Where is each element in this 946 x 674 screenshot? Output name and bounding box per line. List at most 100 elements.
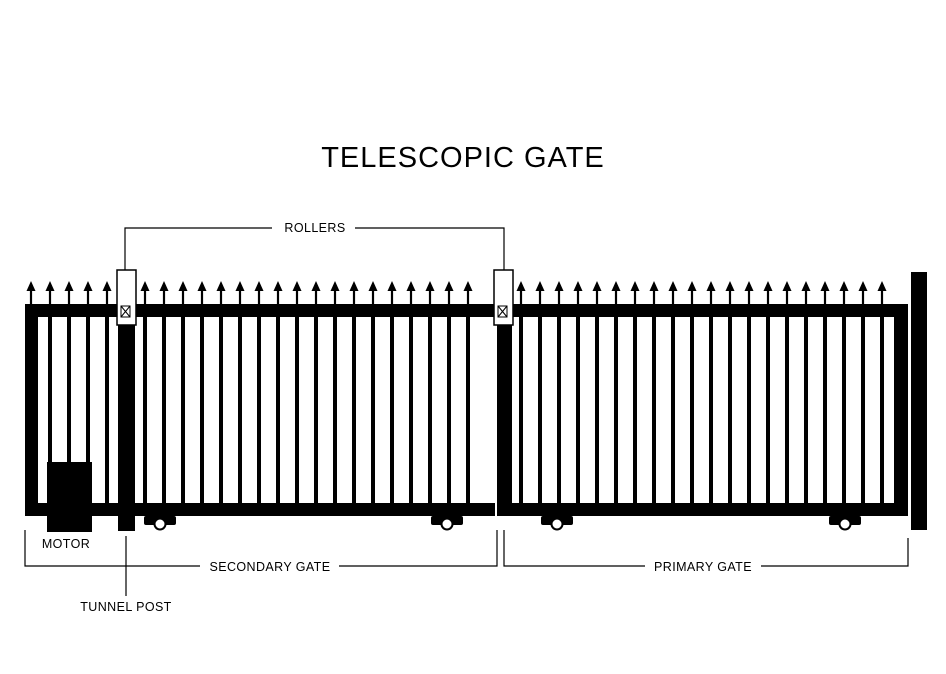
primary-spear-tip xyxy=(630,281,640,291)
gate-bar xyxy=(614,316,618,506)
gate-bar xyxy=(728,316,732,506)
rollers-bracket xyxy=(124,227,505,270)
gate-bar xyxy=(143,316,147,506)
gate-bar xyxy=(276,316,280,506)
secondary-gate-label: SECONDARY GATE xyxy=(210,560,331,574)
gate-bar xyxy=(371,316,375,506)
secondary-spear-tip xyxy=(197,281,207,291)
gate-bar xyxy=(219,316,223,506)
primary-gate-label: PRIMARY GATE xyxy=(654,560,752,574)
rollers-label: ROLLERS xyxy=(284,221,345,235)
primary-gate-right-stile xyxy=(894,304,908,516)
primary-gate-top-rail xyxy=(497,304,908,317)
secondary-spear-tip xyxy=(102,281,112,291)
gate-bar xyxy=(333,316,337,506)
gate-bar xyxy=(409,316,413,506)
gate-bar xyxy=(766,316,770,506)
motor-box xyxy=(47,462,92,532)
gate-bar xyxy=(747,316,751,506)
gate-bar xyxy=(557,316,561,506)
primary-spear-tip xyxy=(516,281,526,291)
gate-bar xyxy=(880,316,884,506)
secondary-spear-tip xyxy=(83,281,93,291)
secondary-spear-tip xyxy=(292,281,302,291)
secondary-wheel-right xyxy=(440,517,454,531)
secondary-wheel-left xyxy=(153,517,167,531)
primary-wheel-left xyxy=(550,517,564,531)
gate-bar xyxy=(576,316,580,506)
primary-spear-tip xyxy=(820,281,830,291)
secondary-spear-tip xyxy=(45,281,55,291)
gate-bar xyxy=(314,316,318,506)
gate-bar xyxy=(181,316,185,506)
primary-spear-tip xyxy=(763,281,773,291)
roller-box-right xyxy=(493,269,514,326)
secondary-spear-tip xyxy=(387,281,397,291)
gate-bar xyxy=(709,316,713,506)
primary-spear-tip xyxy=(839,281,849,291)
primary-gate-bracket xyxy=(503,530,909,567)
gate-bar xyxy=(466,316,470,506)
gate-bar xyxy=(633,316,637,506)
gate-bar xyxy=(162,316,166,506)
secondary-spear-tip xyxy=(463,281,473,291)
secondary-spear-tip xyxy=(235,281,245,291)
primary-gate-bottom-rail xyxy=(497,503,908,516)
diagram-title: TELESCOPIC GATE xyxy=(321,142,605,174)
secondary-spear-tip xyxy=(178,281,188,291)
secondary-gate-bottom-rail xyxy=(25,503,495,516)
gate-bar xyxy=(823,316,827,506)
gate-bar xyxy=(295,316,299,506)
secondary-spear-tip xyxy=(64,281,74,291)
secondary-spear-tip xyxy=(273,281,283,291)
gate-bar xyxy=(200,316,204,506)
secondary-gate xyxy=(25,281,497,531)
primary-spear-tip xyxy=(801,281,811,291)
primary-spear-tip xyxy=(706,281,716,291)
end-post xyxy=(911,272,927,530)
gate-bar xyxy=(105,316,109,506)
primary-wheel-right xyxy=(838,517,852,531)
secondary-gate-left-stile xyxy=(25,304,38,516)
gate-bar xyxy=(428,316,432,506)
gate-bar xyxy=(447,316,451,506)
primary-spear-tip xyxy=(611,281,621,291)
tunnel-post xyxy=(118,270,135,531)
gate-bar xyxy=(671,316,675,506)
primary-gate-left-stile xyxy=(497,304,512,516)
primary-spear-tip xyxy=(877,281,887,291)
gate-bar xyxy=(67,316,71,506)
tunnel-post-label: TUNNEL POST xyxy=(80,600,171,614)
roller-box-left xyxy=(116,269,137,326)
primary-spear-tip xyxy=(725,281,735,291)
gate-bar xyxy=(238,316,242,506)
primary-spear-tip xyxy=(782,281,792,291)
primary-spear-tip xyxy=(668,281,678,291)
gate-bar xyxy=(390,316,394,506)
gate-bar xyxy=(785,316,789,506)
secondary-spear-tip xyxy=(444,281,454,291)
secondary-spear-tip xyxy=(140,281,150,291)
primary-spear-tip xyxy=(535,281,545,291)
gate-bar xyxy=(861,316,865,506)
gate-bar xyxy=(519,316,523,506)
secondary-gate-top-rail xyxy=(25,304,497,317)
gate-bar xyxy=(257,316,261,506)
secondary-spear-tip xyxy=(216,281,226,291)
secondary-spear-tip xyxy=(311,281,321,291)
secondary-gate-bracket xyxy=(24,530,498,567)
gate-bar xyxy=(652,316,656,506)
secondary-spear-tip xyxy=(425,281,435,291)
gate-bar xyxy=(86,316,90,506)
primary-spear-tip xyxy=(573,281,583,291)
gate-bar xyxy=(842,316,846,506)
gate-bar xyxy=(538,316,542,506)
secondary-spear-tip xyxy=(330,281,340,291)
gate-bar xyxy=(48,316,52,506)
gate-bar xyxy=(595,316,599,506)
motor-label: MOTOR xyxy=(42,537,90,551)
secondary-spear-tip xyxy=(406,281,416,291)
primary-spear-tip xyxy=(592,281,602,291)
gate-bar xyxy=(804,316,808,506)
